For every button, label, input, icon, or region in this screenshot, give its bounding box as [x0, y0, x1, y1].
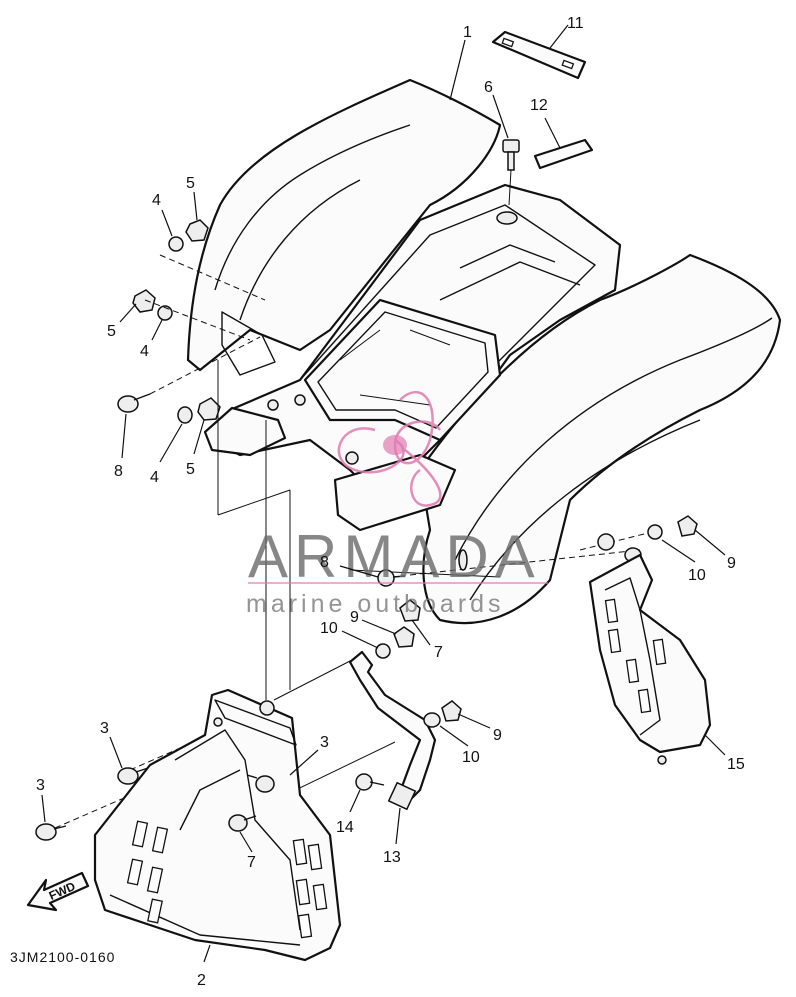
- armada-logo-icon: [337, 391, 442, 507]
- svg-text:10: 10: [462, 749, 480, 766]
- svg-text:5: 5: [107, 323, 116, 340]
- part-11-strap[interactable]: [491, 30, 587, 80]
- svg-text:2: 2: [197, 972, 206, 989]
- svg-text:3: 3: [320, 734, 329, 751]
- svg-text:10: 10: [688, 567, 706, 584]
- svg-text:10: 10: [320, 620, 338, 637]
- part-code: 3JM2100-0160: [10, 949, 115, 965]
- callout-10-middle[interactable]: 10: [320, 620, 379, 649]
- svg-text:3: 3: [100, 720, 109, 737]
- svg-text:11: 11: [567, 15, 584, 32]
- svg-text:4: 4: [152, 192, 161, 209]
- callout-9-lower[interactable]: 9: [457, 713, 502, 744]
- svg-text:8: 8: [114, 463, 123, 480]
- fwd-arrow-icon: FWD: [26, 871, 90, 912]
- callout-5-bottom[interactable]: 5: [186, 419, 205, 478]
- callout-1[interactable]: 1: [449, 24, 472, 101]
- svg-text:14: 14: [336, 819, 354, 836]
- part-15-mud-flap[interactable]: [588, 553, 712, 765]
- svg-text:3: 3: [36, 777, 45, 794]
- callout-5-middle[interactable]: 5: [107, 303, 137, 340]
- svg-text:5: 5: [186, 461, 195, 478]
- callout-8-middle[interactable]: 8: [320, 554, 379, 578]
- svg-text:4: 4: [150, 469, 159, 486]
- svg-text:7: 7: [247, 854, 256, 871]
- svg-text:12: 12: [530, 97, 548, 114]
- part-2-rear-guard[interactable]: [35, 688, 342, 962]
- svg-text:5: 5: [186, 175, 195, 192]
- callout-4-bottom[interactable]: 4: [150, 423, 183, 486]
- svg-text:15: 15: [727, 756, 745, 773]
- callout-11[interactable]: 11: [549, 15, 584, 49]
- callout-10-right[interactable]: 10: [661, 539, 706, 584]
- callout-2[interactable]: 2: [197, 944, 211, 989]
- callout-4-top[interactable]: 4: [152, 192, 173, 237]
- callout-3-bottom-left[interactable]: 3: [36, 777, 46, 823]
- part-6-bolt[interactable]: [502, 139, 520, 206]
- callout-9-right[interactable]: 9: [694, 529, 736, 572]
- svg-text:4: 4: [140, 343, 149, 360]
- callout-5-top[interactable]: 5: [186, 175, 198, 221]
- callout-13[interactable]: 13: [383, 807, 401, 866]
- svg-text:9: 9: [727, 555, 736, 572]
- hardware-left-group[interactable]: [117, 219, 266, 424]
- callout-14[interactable]: 14: [336, 789, 361, 836]
- part-1-rear-fender[interactable]: [186, 78, 782, 625]
- callout-6[interactable]: 6: [484, 79, 509, 139]
- callout-9-middle[interactable]: 9: [350, 609, 397, 635]
- callout-12[interactable]: 12: [530, 97, 561, 149]
- callout-10-lower[interactable]: 10: [439, 725, 480, 766]
- svg-text:6: 6: [484, 79, 493, 96]
- svg-text:9: 9: [350, 609, 359, 626]
- svg-text:9: 9: [493, 727, 502, 744]
- callout-8-left[interactable]: 8: [114, 413, 127, 480]
- svg-text:1: 1: [463, 24, 472, 41]
- svg-text:13: 13: [383, 849, 401, 866]
- callouts: 1 2 3 3 3 4 4 4: [36, 15, 745, 989]
- callout-7-middle[interactable]: 7: [411, 619, 443, 661]
- callout-3-right[interactable]: 3: [289, 734, 329, 776]
- watermark-tagline: marine outboards: [246, 590, 505, 618]
- svg-text:8: 8: [320, 554, 329, 571]
- armada-watermark: ARMADA marine outboards: [246, 391, 548, 618]
- callout-4-middle[interactable]: 4: [140, 319, 163, 360]
- part-12-label[interactable]: [533, 138, 594, 170]
- part-13-stay[interactable]: [348, 650, 462, 811]
- fwd-label: FWD: [47, 879, 78, 903]
- svg-text:7: 7: [434, 644, 443, 661]
- callout-15[interactable]: 15: [704, 734, 745, 773]
- callout-3-top-left[interactable]: 3: [100, 720, 123, 769]
- callout-7-bottom[interactable]: 7: [239, 831, 256, 871]
- watermark-brand: ARMADA: [248, 523, 541, 590]
